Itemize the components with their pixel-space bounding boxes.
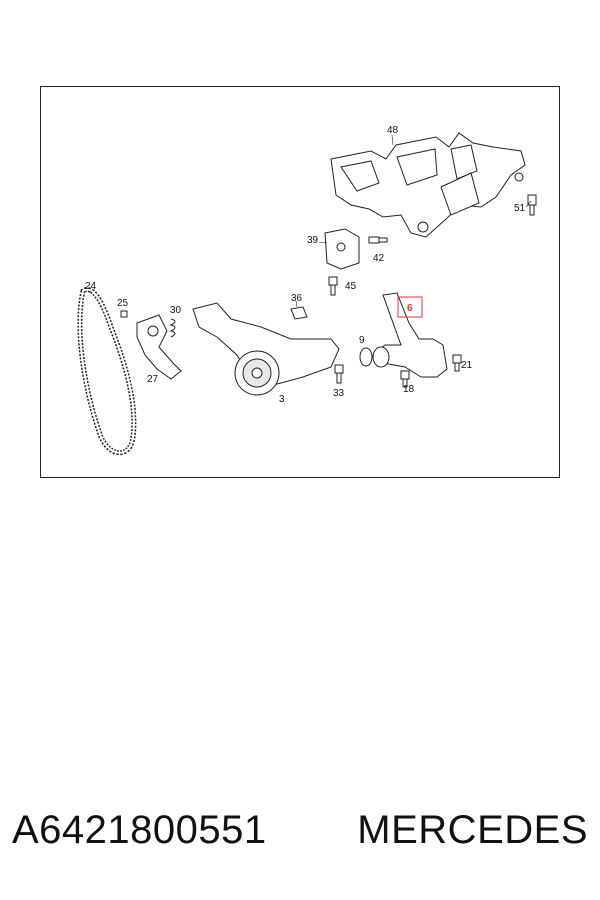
callout-33: 33	[333, 388, 345, 399]
callout-6: 6	[407, 303, 413, 314]
callout-45: 45	[345, 281, 357, 292]
part-45-bolt	[328, 276, 338, 296]
part-33-bolt	[334, 364, 344, 384]
highlight-box-6	[397, 296, 423, 318]
leader-39	[318, 241, 328, 244]
callout-42: 42	[373, 253, 385, 264]
part-number: A6421800551	[12, 807, 267, 852]
callout-27: 27	[147, 374, 159, 385]
part-6-pickup-tube	[372, 292, 448, 378]
callout-9: 9	[359, 335, 365, 346]
callout-30: 30	[170, 305, 182, 316]
part-21-bolt	[452, 354, 462, 372]
leader-51	[525, 200, 532, 208]
leader-24	[88, 290, 92, 294]
part-36-gasket	[290, 306, 308, 320]
part-18-bolt	[400, 370, 410, 388]
part-27-tensioner	[136, 314, 182, 380]
part-9-oring	[359, 347, 373, 367]
callout-48: 48	[387, 125, 399, 136]
brand-name: MERCEDES	[357, 807, 588, 852]
callout-51: 51	[514, 203, 526, 214]
callout-36: 36	[291, 293, 303, 304]
part-51-bolt	[527, 194, 537, 216]
exploded-view: 48 51 39 42 45 36 24 25 30 27 3 9 33 18 …	[77, 125, 537, 456]
part-39-mount	[324, 228, 360, 270]
callout-24: 24	[85, 281, 97, 292]
callout-39: 39	[307, 235, 319, 246]
part-42-bolt	[368, 236, 388, 244]
callout-3: 3	[279, 394, 285, 405]
part-30-spring	[169, 318, 176, 338]
product-footer: A6421800551 MERCEDES	[12, 800, 588, 860]
part-48-bracket	[330, 132, 526, 238]
leader-36	[295, 300, 298, 308]
leader-48	[391, 134, 394, 146]
part-3-oil-pump	[192, 302, 340, 396]
callout-21: 21	[461, 360, 473, 371]
part-25-pin	[120, 310, 128, 318]
callout-18: 18	[403, 384, 415, 395]
part-24-chain	[77, 287, 137, 456]
parts-diagram: 48 51 39 42 45 36 24 25 30 27 3 9 33 18 …	[40, 86, 560, 478]
callout-25: 25	[117, 298, 129, 309]
